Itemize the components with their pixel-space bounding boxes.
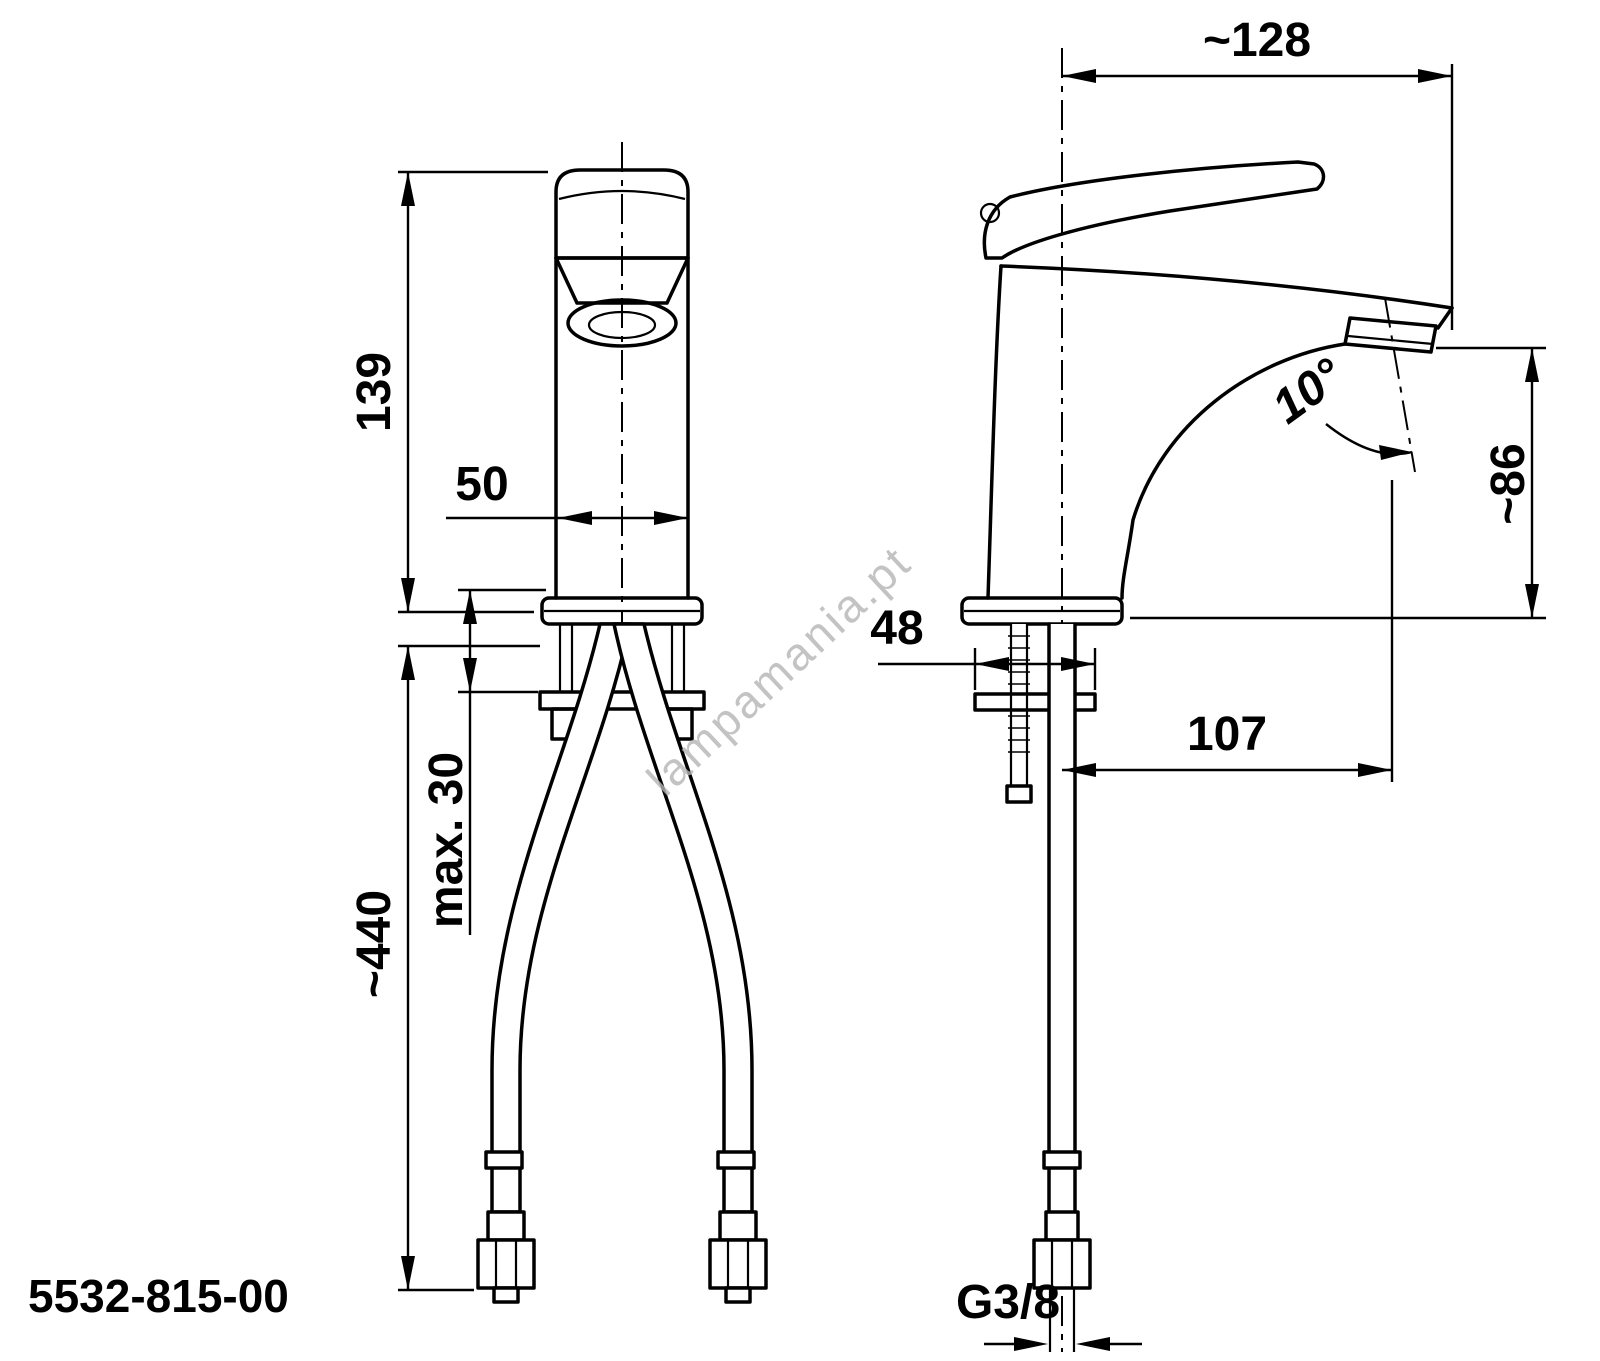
- dim-label-thread: G3/8: [956, 1276, 1060, 1329]
- side-lever-handle: [982, 160, 1326, 260]
- front-connector-left: [486, 1210, 526, 1242]
- front-connector-right: [718, 1210, 758, 1242]
- front-stub-right: [724, 1286, 752, 1304]
- side-base-flange: [960, 596, 1124, 626]
- side-spout-tip: [1436, 306, 1454, 330]
- arrow-right-icon: [1358, 763, 1392, 777]
- side-pipe-nut: [1032, 1238, 1092, 1290]
- side-stud-end: [1005, 784, 1033, 804]
- side-stud-sides: [1009, 624, 1029, 800]
- arrow-up-icon: [401, 646, 415, 680]
- front-spout-outlet: [566, 298, 678, 348]
- dim-front-height: 139: [348, 170, 548, 614]
- arrow-down-icon: [401, 578, 415, 612]
- arrow-left-icon: [1062, 763, 1096, 777]
- front-view: [476, 142, 768, 1304]
- arrow-up-icon: [1525, 348, 1539, 382]
- side-stud-fill: [1011, 624, 1027, 800]
- dim-label-height: 139: [348, 352, 401, 432]
- front-nut-left-facets: [494, 1240, 518, 1288]
- front-mount-bracket: [538, 690, 706, 711]
- front-body-sides: [554, 256, 690, 600]
- front-handle-cap: [554, 168, 690, 260]
- dim-label-hose-length: ~440: [348, 890, 401, 998]
- arrow-down-icon: [1525, 584, 1539, 618]
- side-spout-underside: [1120, 342, 1347, 600]
- dim-label-depth: ~128: [1203, 14, 1311, 67]
- dim-label-base-width: 48: [870, 602, 923, 655]
- dim-side-spout-reach: 107: [1062, 480, 1394, 782]
- model-number: 5532-815-00: [28, 1270, 289, 1322]
- side-stud-threads: [1008, 635, 1030, 753]
- front-nut-right: [708, 1238, 768, 1290]
- arrow-right-icon: [1418, 69, 1452, 83]
- side-pipe-fill: [1049, 624, 1075, 1212]
- dim-label-spout-reach: 107: [1187, 708, 1267, 761]
- dim-front-body-width: 50: [446, 458, 688, 525]
- dim-label-spout-height: ~86: [1482, 443, 1535, 524]
- side-mount-washer: [973, 692, 1097, 712]
- front-mount-studs: [558, 624, 686, 692]
- dim-label-mount-max: max. 30: [420, 752, 473, 928]
- side-handle-indicator-dot: [979, 202, 1001, 224]
- dim-label-body-width: 50: [455, 458, 508, 511]
- arrow-down-icon: [401, 1256, 415, 1290]
- arrow-up-icon: [401, 172, 415, 206]
- side-pipe-sides: [1047, 622, 1077, 1214]
- dim-side-thread: G3/8: [956, 1276, 1142, 1351]
- arrow-left-icon: [558, 511, 592, 525]
- front-aerator: [587, 310, 657, 340]
- side-spout-top-edge: [999, 264, 1454, 310]
- dim-front-hose-length: ~440: [348, 644, 540, 1292]
- side-pipe-collar: [1042, 1150, 1082, 1170]
- front-hose-left-collar: [484, 1150, 524, 1170]
- front-nut-right-facets: [726, 1240, 750, 1288]
- side-view: [960, 48, 1454, 1352]
- arrow-right-icon: [654, 511, 688, 525]
- side-spout-axis: [1384, 297, 1416, 473]
- arrow-right-icon: [1061, 657, 1095, 671]
- dim-front-mount-max: max. 30: [420, 588, 546, 935]
- arrow-left-icon: [975, 657, 1009, 671]
- arrow-right-icon: [1014, 1337, 1048, 1351]
- side-spout-aerator-line: [1347, 334, 1434, 346]
- side-pipe-thread-stub: [1048, 1288, 1076, 1352]
- arrow-left-icon: [1062, 69, 1096, 83]
- side-spout-outlet-box: [1343, 316, 1438, 354]
- front-stub-left: [492, 1286, 520, 1304]
- arrow-angle-icon: [1379, 445, 1412, 460]
- side-pipe-nut-facets: [1050, 1240, 1074, 1288]
- dim-side-base-width: 48: [870, 602, 1097, 690]
- arrow-down-icon: [463, 658, 477, 692]
- dim-side-spout-height: ~86: [1130, 346, 1546, 620]
- dim-side-depth: ~128: [1062, 14, 1454, 330]
- side-body-left-edge: [986, 264, 1003, 600]
- side-pipe-connector: [1044, 1210, 1080, 1242]
- front-nut-left: [476, 1238, 536, 1290]
- front-collar: [554, 256, 690, 305]
- front-hose-right-collar: [716, 1150, 756, 1170]
- front-handle-cap-line: [558, 189, 686, 201]
- arrow-left-icon: [1076, 1337, 1110, 1351]
- arrow-up-icon: [463, 590, 477, 624]
